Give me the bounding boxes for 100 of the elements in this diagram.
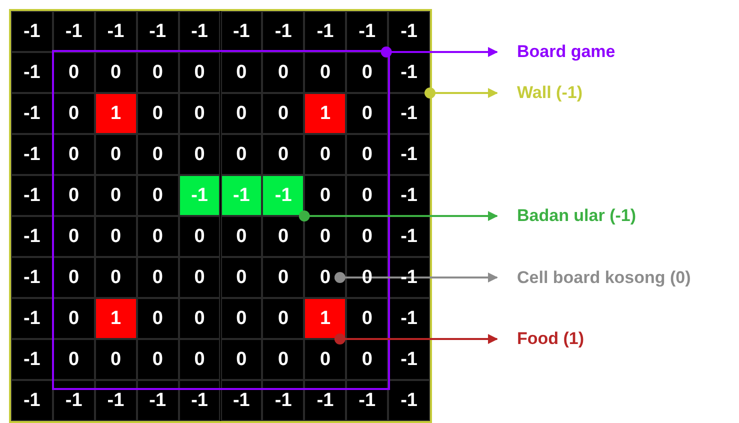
cell-value: -1 — [400, 266, 418, 288]
cell-value: 0 — [68, 184, 80, 206]
cell-value: -1 — [316, 20, 334, 42]
cell-value: 0 — [68, 266, 80, 288]
cell-value: -1 — [23, 20, 40, 42]
cell-value: -1 — [232, 184, 250, 206]
board-outline — [52, 50, 390, 390]
cell-value: -1 — [400, 308, 418, 330]
cell-value: 0 — [278, 226, 289, 248]
cell-value: 0 — [152, 308, 163, 330]
cell-value: 1 — [110, 308, 122, 330]
leader-arrow — [334, 272, 498, 283]
cell-value: -1 — [149, 390, 166, 412]
cell-value: 0 — [236, 226, 247, 248]
cell-value: -1 — [23, 348, 40, 370]
cell-value: 0 — [152, 184, 163, 206]
cell-value: 0 — [278, 144, 289, 166]
cell-value: -1 — [191, 184, 208, 206]
cell-value: 0 — [362, 348, 372, 370]
cell-value: 1 — [320, 102, 331, 124]
cell-value: 0 — [362, 308, 372, 330]
grid-cell — [304, 257, 346, 298]
cell-value: -1 — [400, 348, 418, 370]
cell-value: -1 — [149, 20, 166, 42]
cell-value: 0 — [278, 266, 289, 288]
cell-value: 1 — [110, 102, 122, 124]
cell-value: -1 — [191, 20, 208, 42]
cell-value: 0 — [362, 102, 372, 124]
wall-border-grid — [9, 9, 432, 423]
cell-value: 0 — [194, 226, 205, 248]
leader-arrow — [334, 334, 498, 344]
cell-value: 0 — [152, 62, 163, 84]
cell-value: 0 — [68, 226, 80, 248]
cell-value: 0 — [320, 266, 331, 288]
cell-value: 0 — [110, 266, 122, 288]
grid-cell — [304, 298, 346, 339]
cell-value: 0 — [110, 144, 122, 166]
callout-label: Board game — [517, 41, 616, 63]
leader-arrow — [298, 210, 498, 222]
cell-value: 0 — [362, 62, 372, 84]
cell-value: 0 — [236, 266, 247, 288]
cell-value: -1 — [274, 390, 292, 412]
cell-value: -1 — [232, 390, 250, 412]
cell-value: 0 — [236, 62, 247, 84]
leader-arrow — [424, 88, 498, 98]
cell-value: 0 — [236, 144, 247, 166]
cell-value: 0 — [278, 348, 289, 370]
callout-label: Wall (-1) — [517, 82, 582, 104]
cell-value: 0 — [68, 102, 80, 124]
cell-value: 1 — [320, 308, 331, 330]
cell-value: -1 — [23, 184, 40, 206]
cell-value: 0 — [236, 348, 247, 370]
cell-value: -1 — [400, 226, 418, 248]
cell-value: 0 — [110, 226, 122, 248]
cell-value: 0 — [320, 184, 331, 206]
cell-value: -1 — [65, 20, 82, 42]
cell-value: 0 — [194, 348, 205, 370]
cell-value: 0 — [236, 102, 247, 124]
cell-value: 0 — [194, 144, 205, 166]
cell-value: -1 — [274, 184, 292, 206]
cell-value: 0 — [236, 308, 247, 330]
cell-value: 0 — [110, 184, 122, 206]
cell-value: 0 — [152, 348, 163, 370]
cell-value: -1 — [400, 62, 418, 84]
cell-value: 0 — [194, 102, 205, 124]
cell-value: -1 — [23, 144, 40, 166]
cell-value: -1 — [23, 308, 40, 330]
cell-value: -1 — [23, 102, 40, 124]
cell-value: 0 — [362, 184, 372, 206]
cell-value: 0 — [362, 226, 372, 248]
cell-value: -1 — [400, 184, 418, 206]
cell-value: -1 — [23, 266, 40, 288]
cell-value: -1 — [400, 144, 418, 166]
cell-value: 0 — [278, 62, 289, 84]
callout-label: Cell board kosong (0) — [517, 266, 691, 288]
grid-cell — [262, 175, 304, 216]
cell-value: 0 — [152, 144, 163, 166]
cell-value: -1 — [191, 390, 208, 412]
cell-value: 0 — [68, 62, 80, 84]
cell-value: 0 — [110, 62, 122, 84]
cell-value: 0 — [110, 348, 122, 370]
cell-value: -1 — [65, 390, 82, 412]
cell-value: -1 — [107, 390, 124, 412]
leader-arrow — [380, 46, 498, 58]
cell-value: -1 — [23, 62, 40, 84]
cell-value: 0 — [152, 226, 163, 248]
cell-value: -1 — [23, 226, 40, 248]
cell-value: -1 — [400, 102, 418, 124]
cell-value: 0 — [68, 348, 80, 370]
cell-value: 0 — [68, 308, 80, 330]
cell-value: -1 — [358, 20, 376, 42]
cell-value: 0 — [320, 348, 331, 370]
cell-value: 0 — [152, 266, 163, 288]
cell-value: 0 — [194, 308, 205, 330]
cell-value: -1 — [358, 390, 376, 412]
cell-value: 0 — [278, 102, 289, 124]
cell-value: -1 — [400, 390, 418, 412]
cell-value: 0 — [194, 266, 205, 288]
cell-value: 0 — [194, 62, 205, 84]
callout-label: Food (1) — [517, 328, 584, 350]
